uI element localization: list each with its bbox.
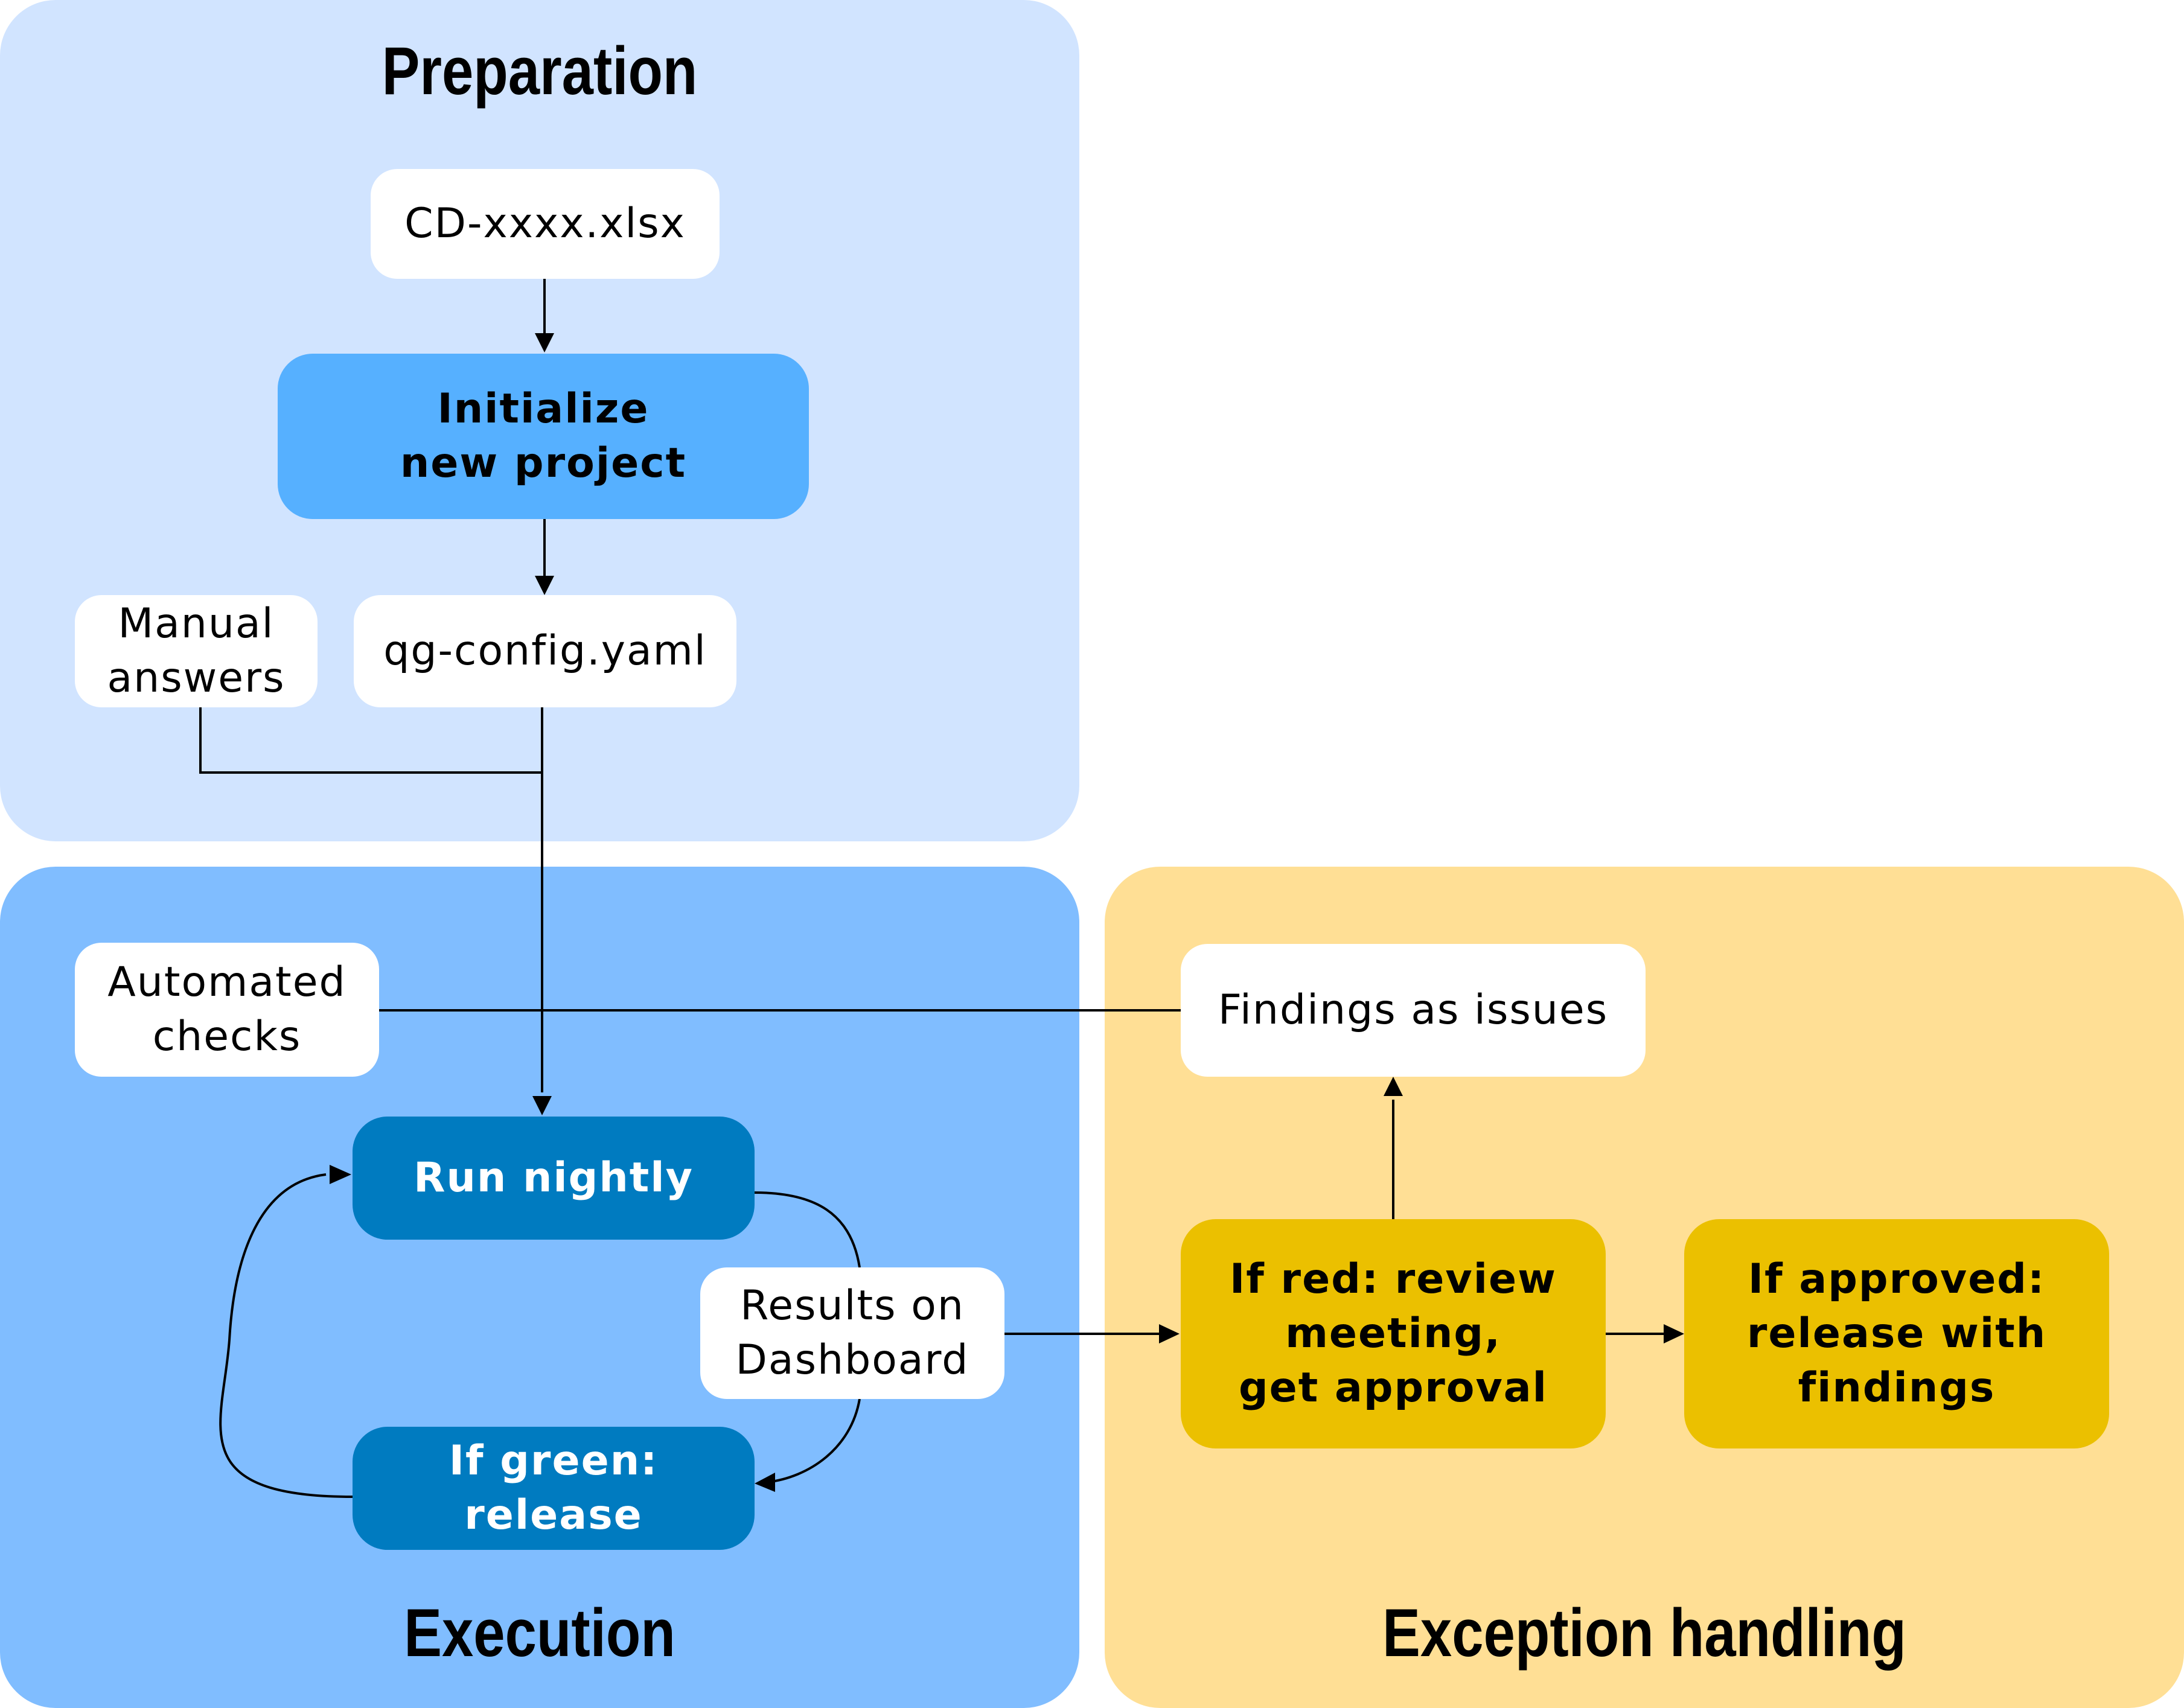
execution-title: Execution [404,1595,675,1671]
preparation-title: Preparation [382,33,698,109]
cd-file-node: CD-xxxx.xlsx [371,169,720,279]
manual-answers-node: Manual answers [75,595,318,707]
findings-issues-node: Findings as issues [1181,944,1646,1077]
exception-handling-title: Exception handling [1382,1595,1906,1671]
if-red-review-node: If red: review meeting, get approval [1181,1219,1606,1448]
run-nightly-node: Run nightly [353,1117,755,1240]
results-dashboard-node: Results on Dashboard [700,1267,1004,1399]
if-approved-release-node: If approved: release with findings [1684,1219,2109,1448]
if-green-release-node: If green: release [353,1427,755,1550]
initialize-project-node: Initialize new project [278,354,809,519]
automated-checks-node: Automated checks [75,943,379,1077]
qg-config-node: qg-config.yaml [354,595,736,707]
